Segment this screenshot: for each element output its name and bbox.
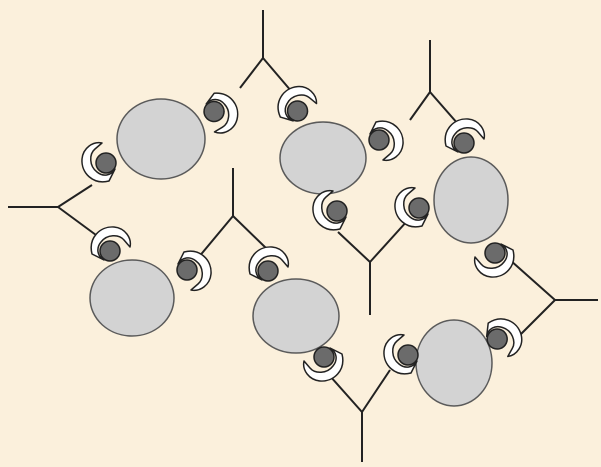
receptor-unit bbox=[90, 226, 132, 262]
ligand-dot bbox=[484, 242, 506, 264]
receptor-unit bbox=[81, 141, 117, 183]
receptor-claw bbox=[473, 243, 515, 278]
ligand-dot bbox=[313, 346, 335, 368]
receptor-claw bbox=[444, 118, 486, 153]
ligand-dot bbox=[326, 200, 348, 222]
large-circle bbox=[433, 156, 509, 244]
ligand-dot bbox=[368, 129, 390, 151]
receptor-unit bbox=[368, 120, 404, 162]
receptor-units bbox=[81, 85, 523, 382]
receptor-claw bbox=[248, 246, 290, 281]
ligand-dot bbox=[99, 240, 121, 262]
ligand-dot bbox=[453, 132, 475, 154]
ligand-dot bbox=[257, 260, 279, 282]
receptor-unit bbox=[248, 246, 290, 282]
receptor-claw bbox=[90, 226, 132, 261]
branch-top-center-right bbox=[262, 57, 293, 93]
branch-middle-b bbox=[232, 215, 269, 251]
ligand-dot bbox=[203, 100, 225, 123]
large-circle bbox=[279, 121, 367, 195]
receptor-unit bbox=[485, 318, 523, 358]
receptor-claw bbox=[205, 92, 239, 134]
receptor-unit bbox=[203, 92, 239, 134]
receptor-unit bbox=[473, 242, 515, 278]
large-circle bbox=[252, 278, 340, 354]
receptor-claw bbox=[485, 318, 523, 358]
large-circles bbox=[89, 98, 509, 407]
receptor-unit bbox=[277, 85, 318, 122]
ligand-dot bbox=[95, 152, 117, 174]
receptor-unit bbox=[302, 346, 344, 382]
receptor-claw bbox=[369, 120, 404, 162]
receptor-claw bbox=[383, 333, 418, 375]
branch-top-right-b bbox=[429, 91, 459, 125]
receptor-claw bbox=[277, 85, 318, 122]
ligand-dot bbox=[408, 197, 430, 219]
branch-lines bbox=[8, 10, 598, 462]
branch-right-b bbox=[519, 299, 556, 336]
large-circle bbox=[89, 259, 175, 337]
ligand-dot bbox=[486, 328, 508, 350]
receptor-claw bbox=[177, 250, 212, 292]
receptor-claw bbox=[302, 347, 344, 382]
large-circle bbox=[116, 98, 206, 180]
receptor-unit bbox=[176, 250, 212, 292]
branch-center-b bbox=[369, 219, 409, 263]
receptor-unit bbox=[312, 189, 348, 231]
branch-bottom-b bbox=[361, 369, 391, 413]
large-circle bbox=[415, 319, 493, 407]
receptor-unit bbox=[394, 186, 430, 228]
receptor-unit bbox=[383, 333, 419, 375]
branch-left-b bbox=[57, 206, 97, 236]
receptor-unit bbox=[444, 118, 486, 154]
ligand-dot bbox=[397, 344, 419, 366]
receptor-claw bbox=[312, 189, 347, 231]
receptor-claw bbox=[394, 186, 429, 228]
receptor-claw bbox=[81, 141, 116, 183]
ligand-dot bbox=[286, 100, 309, 122]
ligand-dot bbox=[176, 259, 198, 281]
